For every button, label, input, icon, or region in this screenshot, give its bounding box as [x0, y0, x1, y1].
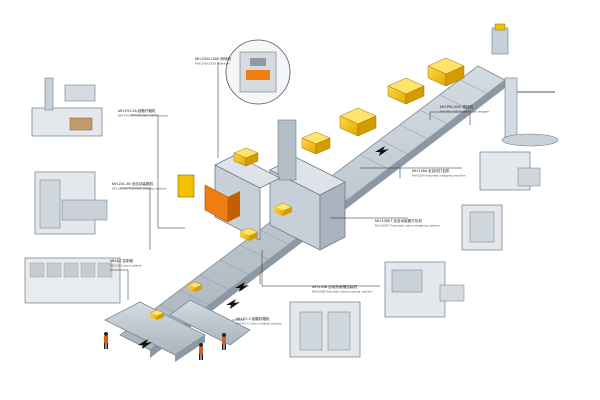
leader-lines: [110, 62, 470, 321]
end-station: [491, 23, 509, 55]
workers: [104, 332, 226, 360]
control-cabinet-illustration: [24, 257, 121, 304]
central-packing-cell: [177, 119, 346, 251]
packing-machine-illustration: [34, 171, 108, 235]
shrink-packing-illustration: [384, 261, 465, 318]
stretch-wrapper-illustration: [501, 77, 559, 147]
carton-sealing-illustration: [289, 301, 361, 358]
carton-strapping-illustration: [461, 204, 503, 251]
carton-erector-illustration: [31, 77, 103, 137]
strapping-machine-illustration: [479, 151, 541, 191]
flow-arrows: [138, 146, 389, 349]
palletizer-illustration: [225, 39, 291, 105]
carton-groups: [149, 57, 465, 320]
